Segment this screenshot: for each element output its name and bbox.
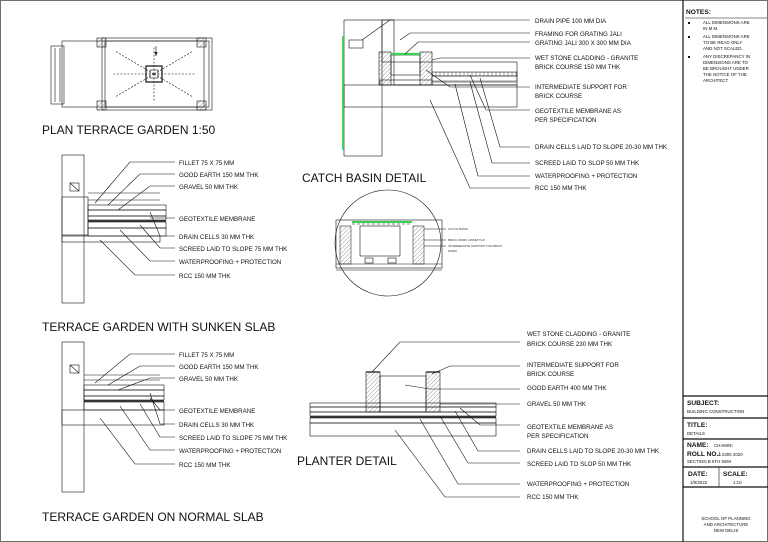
name-label: NAME: bbox=[687, 442, 709, 449]
planter-label-screed: SCREED LAID TO SLOP 50 MM THK bbox=[527, 461, 632, 468]
planter-label-waterproofing: WATERPROOFING + PROTECTION bbox=[527, 481, 629, 488]
normal-title: TERRACE GARDEN ON NORMAL SLAB bbox=[42, 510, 264, 524]
catch-basin-enlarged-detail bbox=[334, 189, 446, 297]
cb-label-drain-pipe: DRAIN PIPE 100 MM DIA bbox=[535, 18, 607, 25]
planter-label-geotextile-1: GEOTEXTILE MEMBRANE AS bbox=[527, 424, 613, 431]
cb-label-rcc: RCC 150 MM THK bbox=[535, 185, 587, 192]
scale-value: 1:10 bbox=[733, 480, 742, 485]
date-label: DATE: bbox=[688, 471, 708, 478]
title-block: SUBJECT: BUILDING CONSTRUCTION TITLE: DE… bbox=[683, 395, 768, 533]
subject-label: SUBJECT: bbox=[687, 400, 719, 407]
section-value: SECTION B 5TH SEM bbox=[687, 459, 731, 464]
note-3-line-5: ARCHITECT bbox=[703, 78, 728, 83]
sunken-label-good-earth: GOOD EARTH 150 MM THK bbox=[179, 172, 259, 179]
planter-label-brick: BRICK COURSE 230 MM THK bbox=[527, 341, 613, 348]
normal-label-fillet: FILLET 75 X 75 MM bbox=[179, 352, 234, 359]
catch-basin-leaders bbox=[361, 19, 530, 189]
plan-terrace-garden bbox=[50, 37, 213, 111]
normal-label-gravel: GRAVEL 50 MM THK bbox=[179, 376, 239, 383]
circle-label-work: WORK bbox=[448, 249, 457, 253]
circle-label-catch-basin: CATCH BASIN bbox=[448, 227, 468, 231]
cb-label-cladding: WET STONE CLADDING - GRANITE bbox=[535, 55, 638, 62]
roll-value: A 2305 2020 bbox=[718, 452, 743, 457]
title-value: DETAILS bbox=[687, 431, 705, 436]
planter-label-geotextile-2: PER SPECIFICATION bbox=[527, 433, 588, 440]
note-3-line-4: THE NOTICE OF THE bbox=[703, 72, 747, 77]
date-value: 1/9/2022 bbox=[690, 480, 708, 485]
cb-label-waterproofing: WATERPROOFING + PROTECTION bbox=[535, 173, 637, 180]
cb-label-drain-cells: DRAIN CELLS LAID TO SLOPE 20-30 MM THK bbox=[535, 144, 668, 151]
normal-label-geotextile: GEOTEXTILE MEMBRANE bbox=[179, 408, 255, 415]
circle-label-support: INTERMEDIATE SUPPORT FOR BRICK bbox=[448, 244, 503, 248]
cb-label-framing: FRAMING FOR GRATING JALI bbox=[535, 31, 622, 38]
note-1-line-1: ALL DIMENSIONS ARE bbox=[703, 20, 750, 25]
note-1-line-2: IN M.M. bbox=[703, 26, 718, 31]
school-line-3: NEW DELHI bbox=[714, 528, 738, 533]
note-2-line-1: ALL DIMENSIONS ARE bbox=[703, 34, 750, 39]
notes-block: NOTES: ALL DIMENSIONS ARE IN M.M. ALL DI… bbox=[685, 9, 767, 83]
sunken-label-screed: SCREED LAID TO SLOPE 75 MM THK bbox=[179, 246, 288, 253]
normal-label-drain-cells: DRAIN CELLS 30 MM THK bbox=[179, 422, 255, 429]
subject-value: BUILDING CONSTRUCTION bbox=[687, 409, 744, 414]
planter-drawing bbox=[309, 371, 497, 437]
sunken-label-rcc: RCC 150 MM THK bbox=[179, 273, 231, 280]
normal-label-waterproofing: WATERPROOFING + PROTECTION bbox=[179, 448, 281, 455]
school-line-2: AND ARCHITECTURE bbox=[704, 522, 749, 527]
sunken-label-gravel: GRAVEL 50 MM THK bbox=[179, 184, 239, 191]
cb-label-brick: BRICK COURSE 150 MM THK bbox=[535, 64, 621, 71]
notes-heading: NOTES: bbox=[686, 9, 711, 16]
normal-leaders bbox=[94, 353, 175, 465]
planter-label-rcc: RCC 150 MM THK bbox=[527, 494, 579, 501]
planter-title: PLANTER DETAIL bbox=[297, 454, 397, 468]
circle-label-brick-work: BRICK WORK 115MM THK bbox=[448, 238, 485, 242]
cb-label-support-2: BRICK COURSE bbox=[535, 93, 582, 100]
catch-basin-title: CATCH BASIN DETAIL bbox=[302, 171, 427, 185]
planter-label-gravel: GRAVEL 50 MM THK bbox=[527, 401, 587, 408]
normal-slab-drawing bbox=[61, 341, 165, 493]
cb-label-geotextile-2: PER SPECIFICATION bbox=[535, 117, 596, 124]
normal-label-rcc: RCC 150 MM THK bbox=[179, 462, 231, 469]
sunken-label-waterproofing: WATERPROOFING + PROTECTION bbox=[179, 259, 281, 266]
sunken-label-fillet: FILLET 75 X 75 MM bbox=[179, 160, 234, 167]
planter-label-cladding: WET STONE CLADDING - GRANITE bbox=[527, 331, 630, 338]
title-label: TITLE: bbox=[687, 422, 708, 429]
note-3-line-2: DIMENSIONS ARE TO bbox=[703, 60, 749, 65]
catch-basin-drawing bbox=[342, 19, 518, 157]
school-line-1: SCHOOL OF PLANNING bbox=[701, 516, 751, 521]
roll-label: ROLL NO.: bbox=[687, 451, 721, 458]
cb-label-geotextile-1: GEOTEXTILE MEMBRANE AS bbox=[535, 108, 621, 115]
note-3-line-3: BE BROUGHT UNDER bbox=[703, 66, 749, 71]
sunken-slab-drawing bbox=[61, 154, 167, 304]
note-3-line-1: ANY DISCREPANCY IN bbox=[703, 54, 750, 59]
planter-label-good-earth: GOOD EARTH 400 MM THK bbox=[527, 385, 607, 392]
scale-label: SCALE: bbox=[723, 471, 748, 478]
sunken-label-drain-cells: DRAIN CELLS 30 MM THK bbox=[179, 234, 255, 241]
planter-label-support-1: INTERMEDIATE SUPPORT FOR bbox=[527, 362, 619, 369]
planter-label-drain-cells: DRAIN CELLS LAID TO SLOPE 20-30 MM THK bbox=[527, 448, 660, 455]
planter-label-support-2: BRICK COURSE bbox=[527, 371, 574, 378]
planter-leaders bbox=[371, 341, 520, 498]
sunken-label-geotextile: GEOTEXTILE MEMBRANE bbox=[179, 216, 255, 223]
name-value: CHAMINI bbox=[714, 443, 733, 448]
sunken-title: TERRACE GARDEN WITH SUNKEN SLAB bbox=[42, 320, 275, 334]
cb-label-grating: GRATING JALI 300 X 300 MM DIA bbox=[535, 40, 632, 47]
cb-label-support-1: INTERMEDIATE SUPPORT FOR bbox=[535, 84, 627, 91]
note-2-line-3: AND NOT SCALED. bbox=[703, 46, 743, 51]
normal-label-good-earth: GOOD EARTH 150 MM THK bbox=[179, 364, 259, 371]
cb-label-screed: SCREED LAID TO SLOP 50 MM THK bbox=[535, 160, 640, 167]
normal-label-screed: SCREED LAID TO SLOPE 75 MM THK bbox=[179, 435, 288, 442]
note-2-line-2: TO BE READ ONLY bbox=[703, 40, 742, 45]
plan-title: PLAN TERRACE GARDEN 1:50 bbox=[42, 123, 215, 137]
sunken-leaders bbox=[94, 161, 175, 276]
